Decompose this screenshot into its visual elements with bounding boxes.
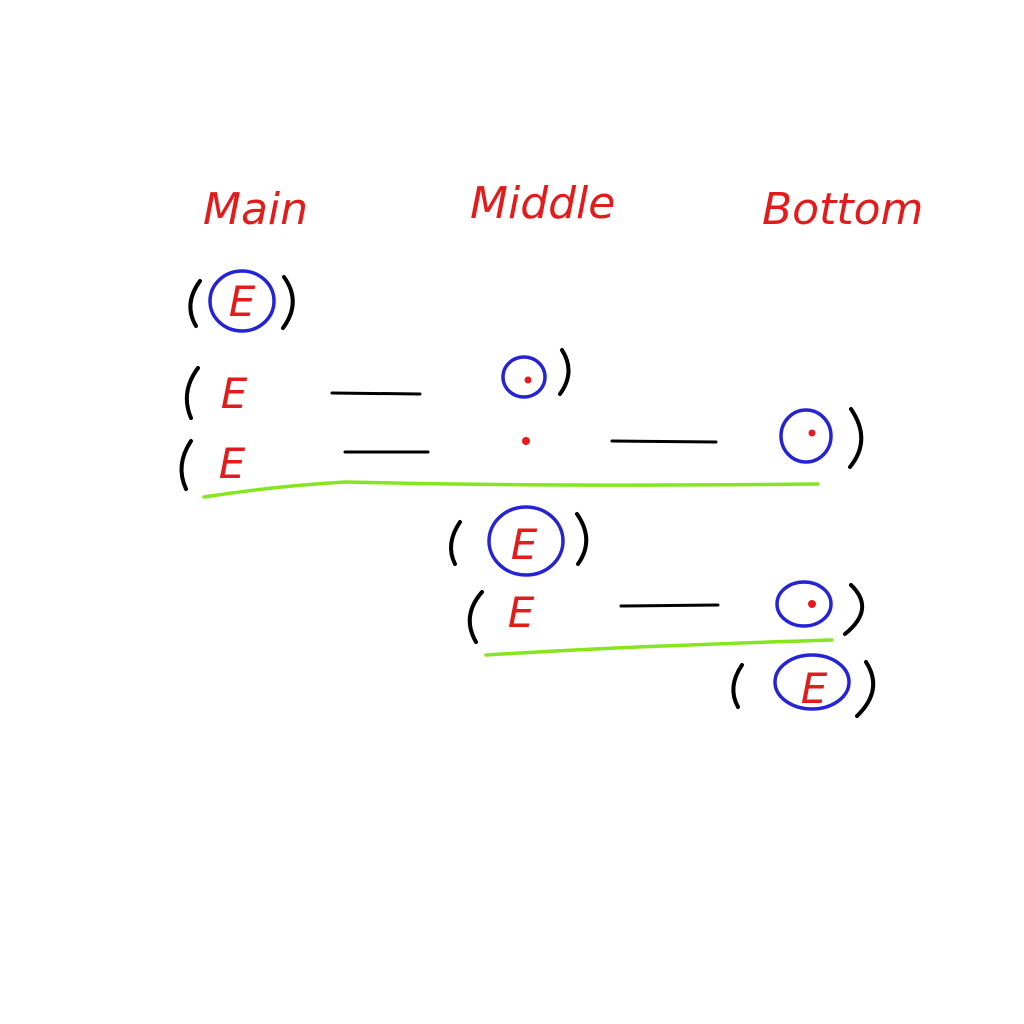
open-paren: [184, 366, 200, 420]
dot-marker: [524, 376, 532, 384]
column-label-main: Main: [203, 184, 308, 235]
e-label: E: [511, 520, 538, 569]
e-label: E: [229, 277, 256, 326]
column-label-middle: Middle: [470, 178, 615, 229]
connector-line: [610, 439, 718, 444]
green-underline: [484, 638, 834, 657]
dot-marker: [808, 600, 816, 608]
circle-marker: [775, 580, 833, 628]
open-paren: [188, 279, 202, 328]
close-paren: [558, 348, 571, 396]
e-label: E: [508, 588, 535, 637]
row-2: E: [184, 348, 571, 420]
open-paren: [449, 520, 462, 566]
close-paren: [575, 512, 589, 566]
close-paren: [281, 275, 295, 330]
column-label-bottom: Bottom: [762, 184, 923, 235]
close-paren: [848, 407, 864, 469]
circle-marker: [773, 653, 851, 711]
connector-line: [619, 603, 720, 608]
circle-marker: [501, 355, 547, 399]
e-label: E: [221, 369, 248, 418]
row-6-bottom-circled-e: E: [731, 653, 876, 718]
e-label: E: [801, 664, 828, 713]
row-4-middle-circled-e: E: [449, 505, 589, 577]
dot-marker: [808, 429, 816, 437]
dot-marker: [522, 437, 530, 445]
connector-line: [330, 391, 422, 396]
open-paren: [731, 663, 744, 709]
close-paren: [843, 583, 865, 636]
circle-marker: [487, 505, 565, 577]
open-paren: [179, 439, 193, 491]
row-1-main-circled-e: E: [188, 269, 295, 333]
row-3: E: [179, 407, 864, 499]
close-paren: [855, 660, 876, 718]
row-5: E: [467, 580, 865, 657]
open-paren: [467, 590, 484, 644]
green-underline: [202, 480, 820, 499]
e-label: E: [219, 439, 246, 488]
circle-marker: [779, 408, 833, 464]
circle-marker: [208, 269, 276, 333]
